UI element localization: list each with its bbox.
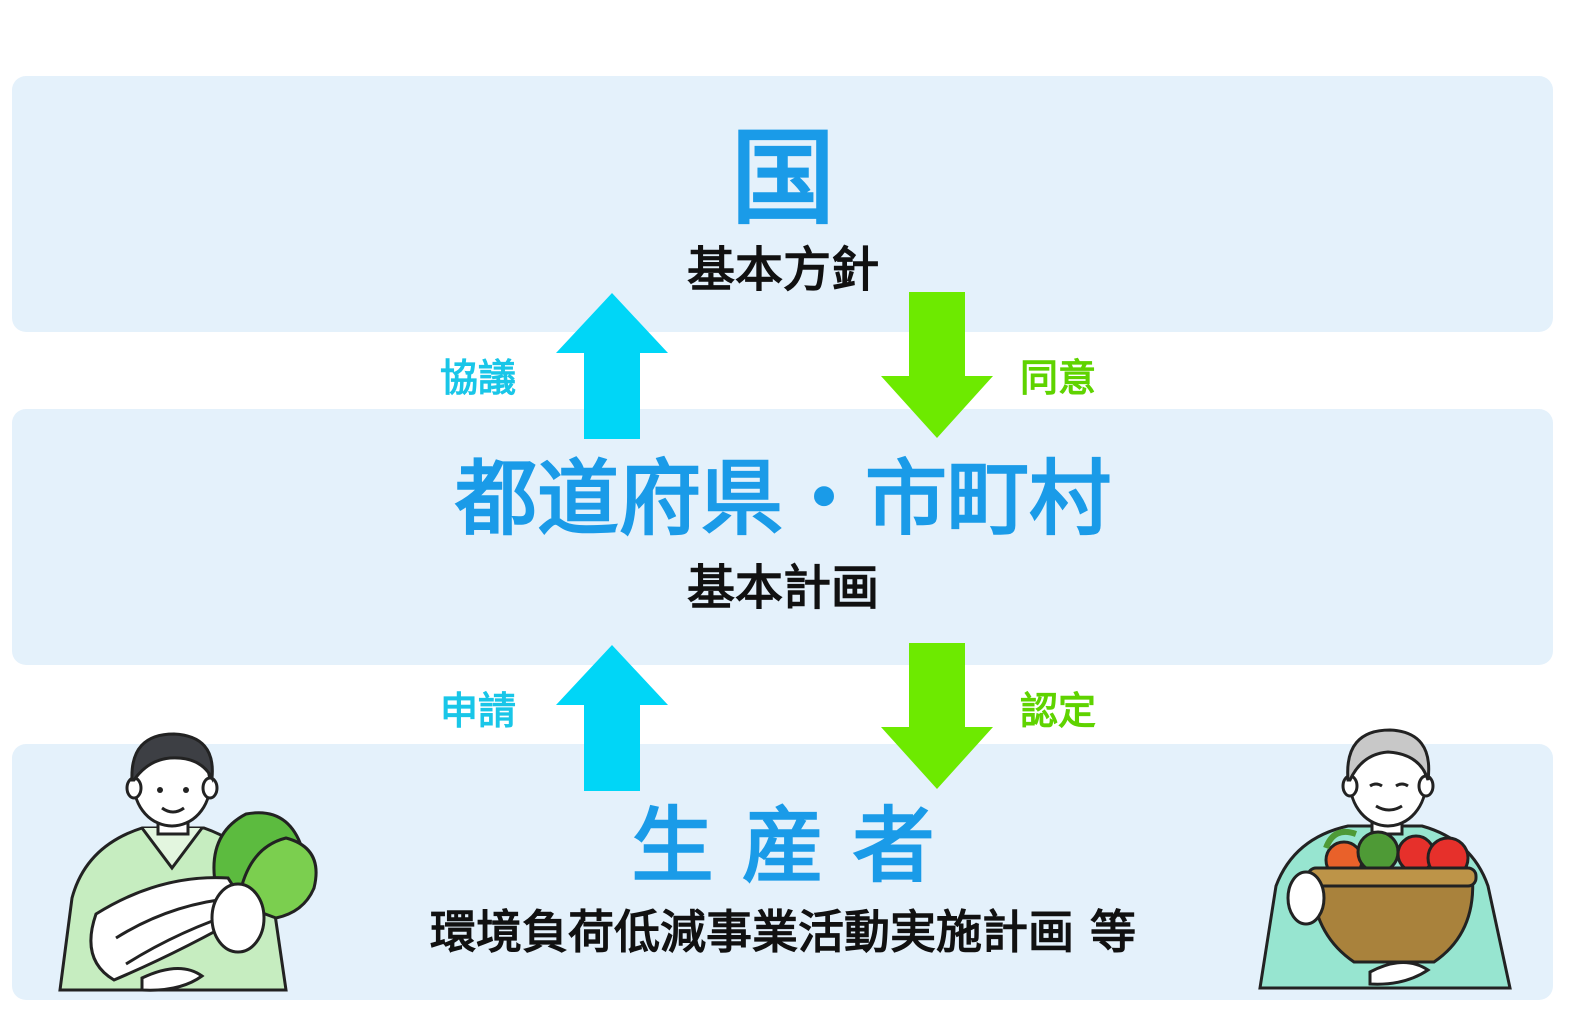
regional-title: 都道府県・市町村 [454, 452, 1111, 547]
certify-down-arrow [881, 643, 993, 789]
consent-label: 同意 [1020, 356, 1097, 400]
farmer-with-daikon-icon [58, 732, 318, 992]
national-title: 国 [730, 117, 835, 239]
producer-subtitle: 環境負荷低減事業活動実施計画 等 [429, 905, 1136, 959]
apply-label: 申請 [440, 689, 517, 733]
producer-title: 生 産 者 [631, 799, 935, 894]
consult-up-arrow [556, 293, 668, 439]
certify-label: 認定 [1020, 689, 1097, 733]
regional-subtitle: 基本計画 [686, 560, 879, 616]
apply-up-arrow [556, 645, 668, 791]
elder-farmer-with-vegetable-basket-icon [1258, 728, 1512, 990]
consult-label: 協議 [440, 356, 517, 400]
national-subtitle: 基本方針 [686, 242, 879, 298]
consent-down-arrow [881, 292, 993, 438]
national-panel [12, 76, 1553, 332]
regional-panel [12, 409, 1553, 665]
